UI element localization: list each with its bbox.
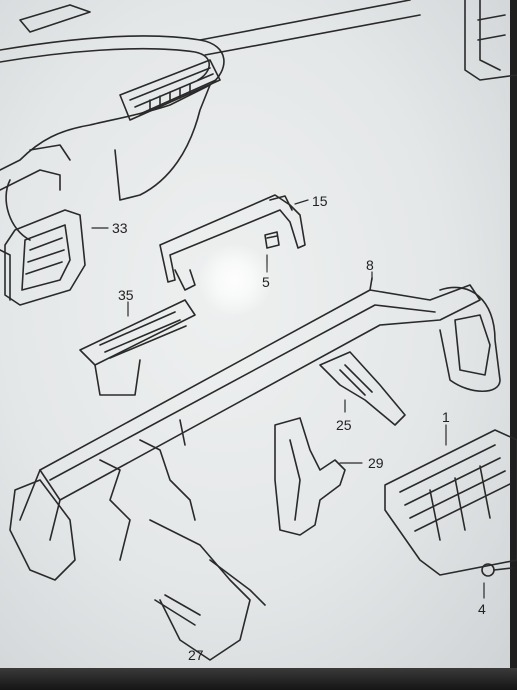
callout-1: 1 (442, 409, 450, 425)
part-29-bracket (274, 417, 346, 536)
callout-4: 4 (478, 601, 486, 617)
callout-5: 5 (262, 274, 270, 290)
part-25-bracket (319, 351, 406, 426)
part-5-clip (264, 231, 280, 249)
part-33-vent-housing (0, 209, 86, 306)
callout-33: 33 (112, 220, 128, 236)
dashboard-trim (0, 0, 421, 241)
leader-lines (91, 199, 485, 599)
part-35-vent (79, 299, 196, 396)
part-27-lower-bracket (9, 479, 266, 661)
callout-27: 27 (188, 647, 204, 663)
corner-part (464, 0, 517, 81)
paper-sheet (0, 0, 510, 672)
part-15-bracket (159, 194, 306, 291)
callout-25: 25 (336, 417, 352, 433)
callout-29: 29 (368, 455, 384, 471)
part-1-center-vent (384, 429, 517, 577)
screen-bezel (0, 668, 517, 690)
callout-8: 8 (366, 257, 374, 273)
callout-15: 15 (312, 193, 328, 209)
part-8-crossmember (19, 277, 501, 561)
callout-35: 35 (118, 287, 134, 303)
